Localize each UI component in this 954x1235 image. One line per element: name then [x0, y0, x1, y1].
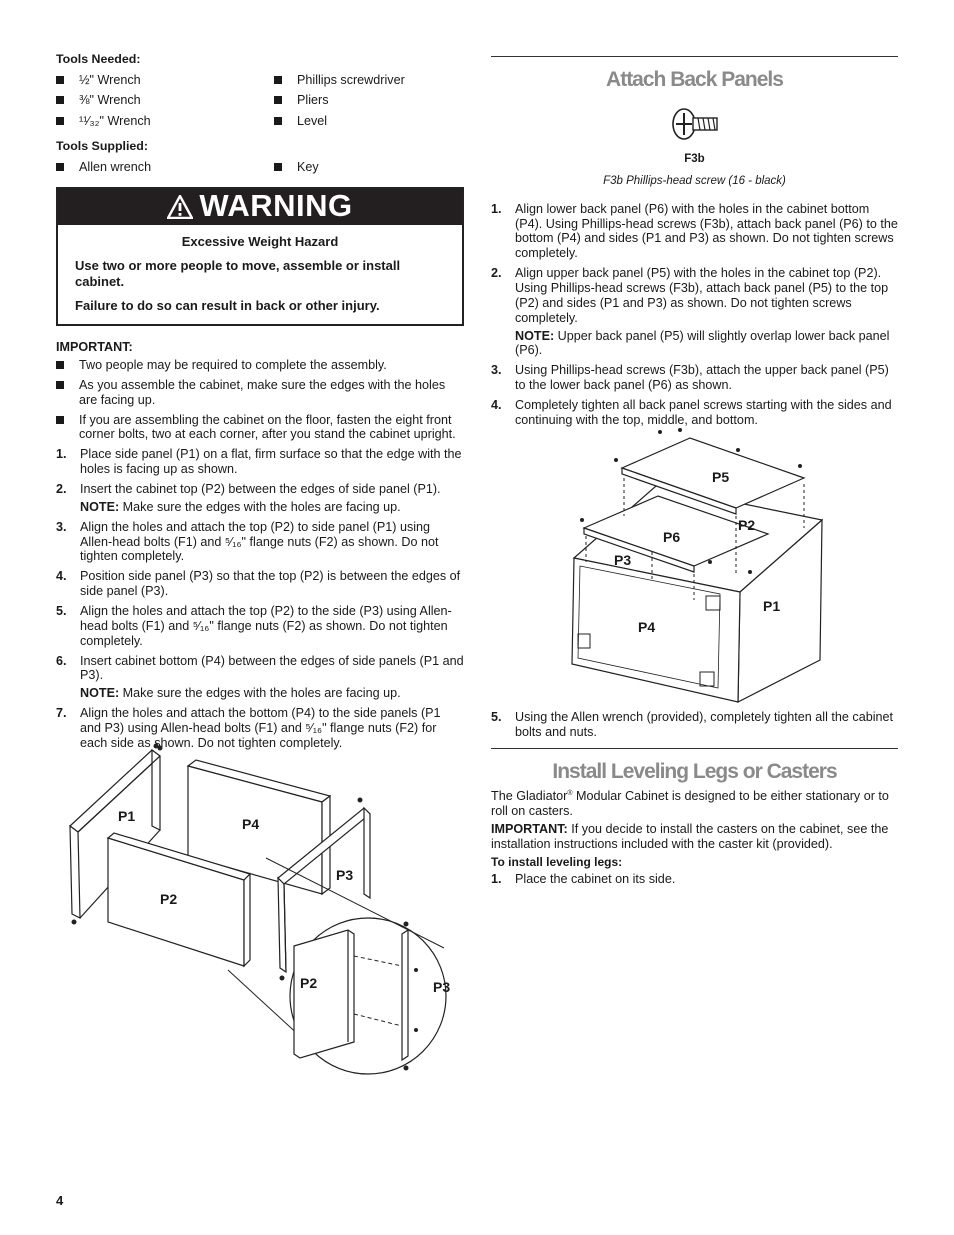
step-item: 4.Completely tighten all back panel scre…	[491, 398, 892, 427]
warning-hazard: Excessive Weight Hazard	[181, 233, 339, 249]
list-item: ¹¹⁄₃₂" Wrench	[56, 114, 274, 129]
step-note: NOTE: Make sure the edges with the holes…	[80, 686, 401, 701]
step-item: 6.Insert cabinet bottom (P4) between the…	[56, 653, 464, 683]
step-note: NOTE: Upper back panel (P5) will slightl…	[515, 328, 890, 358]
list-item: Two people may be required to complete t…	[56, 358, 464, 373]
bullet-icon	[56, 75, 64, 84]
part-code: F3b	[684, 152, 705, 165]
right-column: Attach Back Panels F3b F3b Phillips-head…	[491, 52, 898, 886]
label-p2: P2	[160, 891, 177, 907]
label-p3-detail: P3	[433, 979, 450, 995]
leveling-intro: The Gladiator® Modular Cabinet is design…	[491, 789, 889, 819]
list-item: As you assemble the cabinet, make sure t…	[56, 378, 464, 408]
page-number: 4	[56, 1193, 64, 1208]
list-item: Allen wrench	[56, 160, 274, 175]
attach-steps: 1.Align lower back panel (P6) with the h…	[491, 202, 898, 428]
step-5-block: 5.Using the Allen wrench (provided), com…	[491, 710, 898, 892]
bullet-icon	[274, 117, 282, 126]
warning-triangle-icon	[167, 194, 194, 219]
label-p2-detail: P2	[300, 975, 317, 991]
warning-line-1: Use two or more people to move, assemble…	[75, 258, 401, 289]
warning-box: WARNING Excessive Weight Hazard Use two …	[56, 186, 464, 327]
step-item: 1.Align lower back panel (P6) with the h…	[491, 201, 898, 261]
label-p6: P6	[663, 529, 680, 545]
back-panel-figure: P5 P2 P6 P3 P1 P4	[571, 428, 824, 703]
warning-body: Excessive Weight Hazard Use two or more …	[58, 225, 462, 324]
step-item: 3.Align the holes and attach the top (P2…	[56, 519, 439, 564]
left-column: Tools Needed: ½" Wrench Phillips screwdr…	[56, 52, 464, 756]
important-heading: IMPORTANT:	[56, 340, 133, 355]
leveling-title: Install Leveling Legs or Casters	[552, 759, 837, 783]
tools-supplied-heading: Tools Supplied:	[56, 139, 149, 154]
screw-figure: F3b F3b Phillips-head screw (16 - black)	[491, 105, 898, 189]
leveling-important: IMPORTANT: If you decide to install the …	[491, 822, 889, 852]
label-p3: P3	[336, 867, 353, 883]
attach-back-panels-title: Attach Back Panels	[606, 68, 784, 91]
label-p3: P3	[614, 552, 631, 568]
step-item: 2.Align upper back panel (P5) with the h…	[491, 266, 889, 325]
warning-title: WARNING	[199, 188, 353, 224]
bullet-icon	[56, 415, 64, 424]
bullet-icon	[56, 360, 64, 369]
tools-needed-list: ½" Wrench Phillips screwdriver ⅜" Wrench…	[56, 73, 464, 130]
step-item: 2.Insert the cabinet top (P2) between th…	[56, 481, 441, 496]
step-item: 5.Align the holes and attach the top (P2…	[56, 603, 452, 648]
label-p2: P2	[738, 517, 755, 533]
list-item: Key	[274, 160, 464, 175]
bullet-icon	[56, 117, 64, 126]
bullet-icon	[274, 162, 282, 171]
leveling-subheading: To install leveling legs:	[491, 854, 623, 869]
bullet-icon	[56, 162, 64, 171]
step-note: NOTE: Make sure the edges with the holes…	[80, 499, 401, 514]
phillips-screw-icon	[671, 107, 718, 140]
step-item: 1.Place side panel (P1) on a flat, firm …	[56, 447, 462, 477]
section-divider	[491, 56, 898, 57]
step-item: 4.Position side panel (P3) so that the t…	[56, 569, 461, 599]
tools-supplied-list: Allen wrench Key	[56, 160, 464, 175]
warning-header: WARNING	[58, 188, 462, 225]
bullet-icon	[56, 96, 64, 105]
warning-line-2: Failure to do so can result in back or o…	[75, 298, 380, 314]
list-item: ⅜" Wrench	[56, 93, 274, 108]
step-item: 7.Align the holes and attach the bottom …	[56, 706, 441, 750]
step-item: 1.Place the cabinet on its side.	[491, 872, 676, 887]
label-p5: P5	[712, 469, 729, 485]
list-item: Pliers	[274, 93, 464, 108]
section-divider	[491, 747, 898, 749]
bullet-icon	[274, 75, 282, 84]
label-p4: P4	[638, 619, 655, 635]
list-item: Phillips screwdriver	[274, 73, 464, 88]
assembly-figure-left: P1 P4 P2 P3 P2 P3	[69, 743, 450, 1075]
screw-caption: F3b Phillips-head screw (16 - black)	[603, 175, 786, 188]
list-item: ½" Wrench	[56, 73, 274, 88]
label-p1: P1	[763, 598, 780, 614]
step-item: 3.Using Phillips-head screws (F3b), atta…	[491, 363, 889, 393]
step-item: 5.Using the Allen wrench (provided), com…	[491, 710, 894, 739]
list-item: If you are assembling the cabinet on the…	[56, 413, 464, 443]
bullet-icon	[56, 380, 64, 389]
tools-needed-heading: Tools Needed:	[56, 52, 141, 66]
label-p1: P1	[118, 808, 135, 824]
bullet-icon	[274, 96, 282, 105]
list-item: Level	[274, 114, 464, 129]
left-steps: 1.Place side panel (P1) on a flat, firm …	[56, 447, 464, 750]
label-p4: P4	[242, 816, 259, 832]
